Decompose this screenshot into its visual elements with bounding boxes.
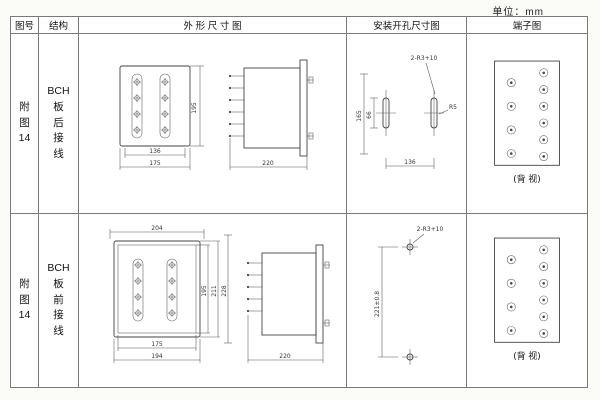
row1-terminal-caption: (背 视) bbox=[513, 173, 540, 185]
row1-side-view bbox=[228, 59, 314, 156]
row1-mount-dim-165: 165 bbox=[356, 110, 363, 122]
row1-terminal-diagram: (背 视) bbox=[494, 60, 560, 185]
header-terminal: 端子图 bbox=[467, 17, 587, 34]
row1-outline-drawing: 195 136 175 bbox=[119, 59, 314, 170]
row2-figure-label: 附 图 14 bbox=[11, 214, 39, 387]
row2-holes bbox=[401, 238, 418, 365]
row1-mount-dim-66: 66 bbox=[366, 111, 373, 119]
row2-terminal-caption: (背 视) bbox=[513, 350, 540, 362]
row1-mounting-drawing: 165 66 136 2-R3+10 R5 bbox=[356, 55, 457, 169]
row1-terminals bbox=[506, 67, 549, 161]
row2-structure-label: BCH 板 前 接 线 bbox=[39, 214, 79, 387]
row2-mount-note: 2-R3+10 bbox=[416, 226, 443, 233]
row2-mount-dim-221: 221±0.8 bbox=[374, 290, 381, 316]
row1-dim-depth: 220 bbox=[262, 160, 274, 167]
row2-front-dims bbox=[109, 228, 232, 363]
row2-side-view bbox=[246, 244, 330, 343]
row2-mounting-drawing: 2-R3+10 221±0.8 bbox=[374, 226, 443, 365]
row2-terminal-diagram: (背 视) bbox=[494, 237, 560, 362]
row2-terminal-cell: (背 视) bbox=[467, 214, 587, 387]
row2-dim-h195: 195 bbox=[201, 285, 208, 297]
row2-mounting-dims bbox=[377, 233, 424, 357]
row1-figure-label: 附 图 14 bbox=[11, 34, 39, 214]
header-structure: 结构 bbox=[39, 17, 79, 34]
row2-front-view bbox=[113, 240, 200, 337]
row2-dim-w194: 194 bbox=[151, 353, 163, 360]
row2-dim-depth: 220 bbox=[279, 353, 291, 360]
row2-dim-h228: 228 bbox=[221, 285, 228, 297]
row1-mount-note: 2-R3+10 bbox=[410, 55, 437, 62]
row2-terminals bbox=[506, 244, 549, 338]
header-outline: 外 形 尺 寸 图 bbox=[79, 17, 347, 34]
row2-side-dims bbox=[247, 314, 323, 363]
row1-dim-outer-width: 175 bbox=[149, 160, 161, 167]
row2-mounting-cell: 2-R3+10 221±0.8 bbox=[347, 214, 467, 387]
spec-table: 图号 结构 外 形 尺 寸 图 安装开孔尺寸图 端子图 附 图 14 BCH 板… bbox=[10, 16, 588, 388]
row2-outline-drawing: 204 195 211 228 175 194 bbox=[109, 225, 330, 363]
row1-mount-note-r5: R5 bbox=[449, 104, 457, 111]
row2-dim-top-width: 204 bbox=[151, 225, 163, 232]
row1-terminal-cell: (背 视) bbox=[467, 34, 587, 214]
row1-slots bbox=[375, 89, 444, 136]
row1-structure-label: BCH 板 后 接 线 bbox=[39, 34, 79, 214]
row2-dim-h211: 211 bbox=[211, 285, 218, 297]
row1-mounting-cell: 165 66 136 2-R3+10 R5 bbox=[347, 34, 467, 214]
header-figure: 图号 bbox=[11, 17, 39, 34]
row1-side-dims bbox=[229, 137, 307, 170]
row1-front-view bbox=[119, 65, 190, 146]
row1-outline-cell: 195 136 175 bbox=[79, 34, 347, 214]
row1-front-dims bbox=[119, 65, 204, 170]
row1-mount-dim-136: 136 bbox=[404, 159, 416, 166]
row2-dim-w175: 175 bbox=[151, 341, 163, 348]
row2-outline-cell: 204 195 211 228 175 194 bbox=[79, 214, 347, 387]
unit-label: 单位：mm bbox=[492, 7, 544, 18]
row1-dim-height: 195 bbox=[191, 102, 198, 114]
row1-mounting-dims bbox=[359, 62, 448, 169]
row1-dim-inner-width: 136 bbox=[149, 148, 161, 155]
header-mounting: 安装开孔尺寸图 bbox=[347, 17, 467, 34]
